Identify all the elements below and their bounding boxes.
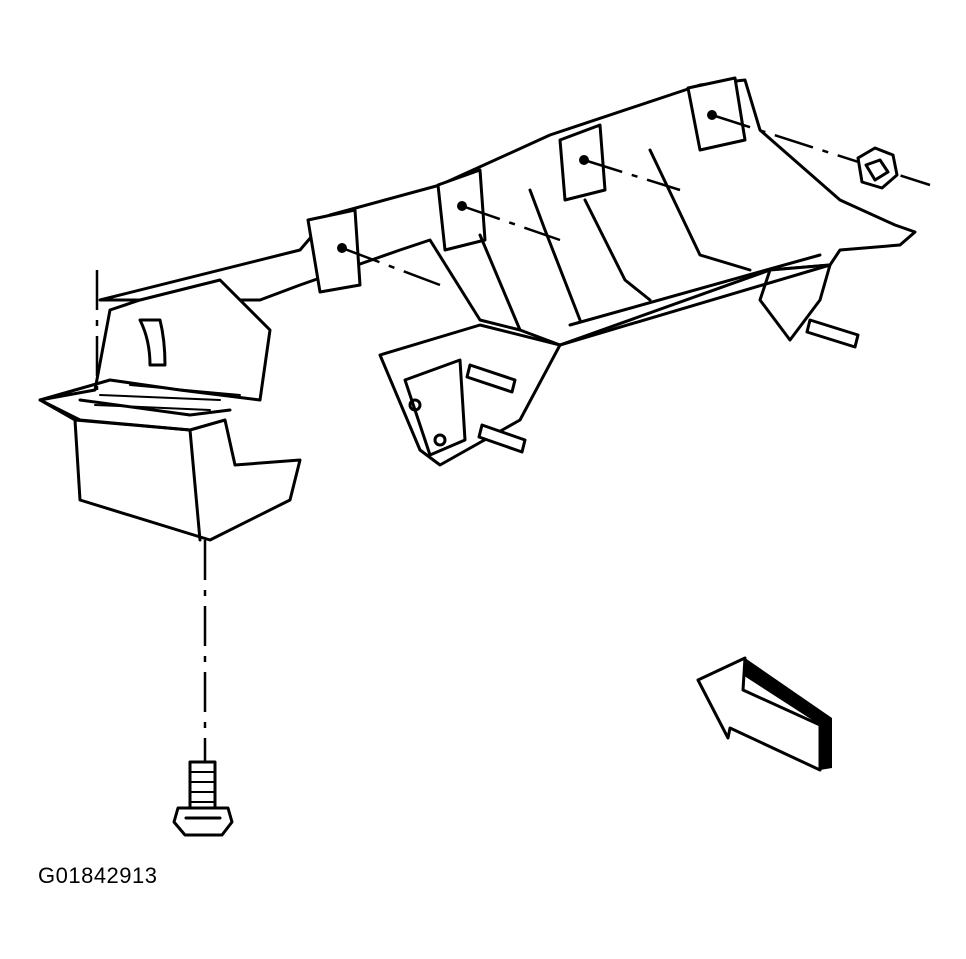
alignment-lines bbox=[95, 113, 931, 765]
stud bbox=[465, 318, 860, 454]
bolt-icon bbox=[172, 760, 234, 837]
front-direction-arrow-icon bbox=[696, 656, 832, 772]
figure-id-label: G01842913 bbox=[38, 863, 158, 888]
mounting-bracket bbox=[38, 76, 917, 542]
nut-icon bbox=[856, 146, 899, 190]
